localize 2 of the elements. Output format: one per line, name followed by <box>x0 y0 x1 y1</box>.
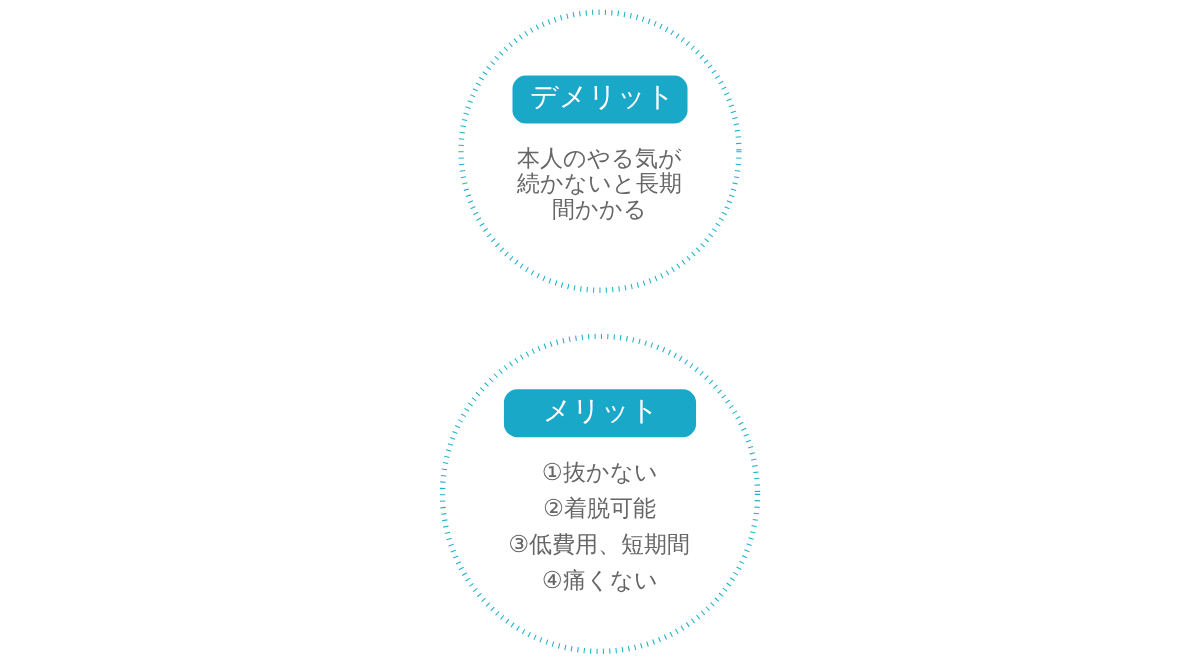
node-circle: メリット ①抜かない ②着脱可能 ③低費用、短期間 ④痛くない <box>439 333 761 655</box>
node-circle: デメリット 本人のやる気が続かないと長期間かかる <box>458 9 742 293</box>
